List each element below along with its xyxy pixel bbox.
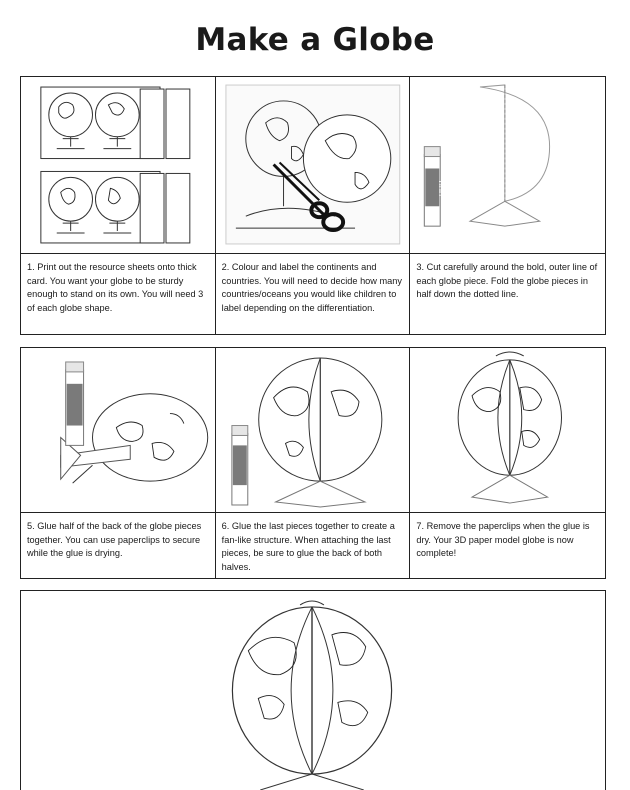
step-7-image <box>410 348 605 513</box>
step-1-caption: 1. Print out the resource sheets onto th… <box>21 254 216 334</box>
step-5-caption: 5. Glue half of the back of the globe pi… <box>21 513 216 578</box>
scissors-icon <box>272 161 345 233</box>
steps-row-2: 5. Glue half of the back of the globe pi… <box>20 347 606 579</box>
printed-sheets-illustration <box>40 86 191 244</box>
step-1-image <box>21 77 216 254</box>
folded-globe-piece-illustration: UHU <box>424 84 551 227</box>
step-2-caption: 2. Colour and label the continents and c… <box>216 254 411 334</box>
step-6-caption: 6. Glue the last pieces together to crea… <box>216 513 411 578</box>
step-7-caption: 7. Remove the paperclips when the glue i… <box>416 521 590 559</box>
step-5-image <box>21 348 216 513</box>
fan-structure-illustration <box>231 357 383 508</box>
final-globe-illustration <box>231 600 393 790</box>
glue-stick-icon <box>65 361 85 446</box>
glued-pieces-illustration <box>60 361 209 484</box>
step-3-caption: 3. Cut carefully around the bold, outer … <box>416 262 598 300</box>
step-2-image <box>215 77 411 254</box>
step-3-image: UHU <box>410 77 605 254</box>
glue-stick-icon <box>231 425 248 506</box>
glue-stick-icon: UHU <box>424 146 447 227</box>
final-globe-panel <box>20 590 606 790</box>
completed-globe-illustration <box>457 351 563 504</box>
svg-text:UHU: UHU <box>439 181 447 196</box>
colouring-scissors-illustration <box>225 84 400 245</box>
steps-row-1: UHU 1. Print out the resource sheets ont… <box>20 76 606 335</box>
page-title: Make a Globe <box>195 22 435 58</box>
step-6-image <box>215 348 411 513</box>
